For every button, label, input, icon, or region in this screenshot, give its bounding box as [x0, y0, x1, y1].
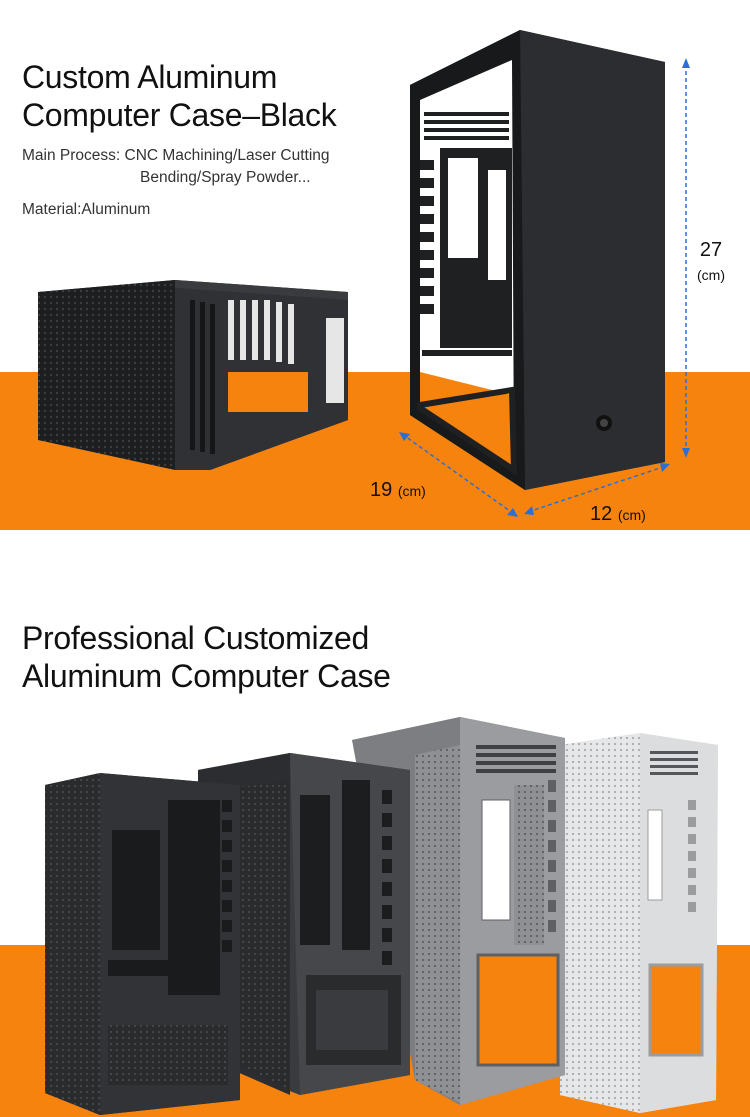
product-lineup-illustration: [45, 717, 718, 1115]
lineup-title-line2: Aluminum Computer Case: [22, 658, 391, 694]
hero-title-line1: Custom Aluminum: [22, 59, 278, 95]
process-spec-line2: Bending/Spray Powder...: [140, 169, 311, 186]
horizontal-case-image: [38, 280, 348, 470]
material-spec: Material:Aluminum: [22, 201, 151, 218]
white-case-image: [560, 733, 718, 1113]
width-unit: (cm): [617, 507, 646, 523]
height-value: 27: [699, 239, 723, 261]
process-spec: Main Process: CNC Machining/Laser Cuttin…: [22, 145, 422, 189]
process-spec-line1: Main Process: CNC Machining/Laser Cuttin…: [22, 147, 330, 164]
product-lineup-section: Professional Customized Aluminum Compute…: [0, 555, 750, 1117]
hero-title: Custom Aluminum Computer Case–Black: [22, 58, 337, 134]
height-dimension-label: 27 (cm): [697, 238, 725, 287]
lineup-title-line1: Professional Customized: [22, 620, 370, 656]
lineup-title: Professional Customized Aluminum Compute…: [22, 619, 391, 695]
hero-title-line2: Computer Case–Black: [22, 97, 337, 133]
depth-dimension-label: 19 (cm): [370, 479, 426, 502]
depth-unit: (cm): [397, 483, 426, 499]
width-value: 12: [590, 503, 613, 525]
black-case-image: [45, 773, 240, 1115]
product-illustration-black-cases: [38, 30, 690, 517]
width-dimension-label: 12 (cm): [590, 503, 646, 526]
tower-case-image: [410, 30, 665, 490]
dimension-lines: [401, 64, 687, 515]
height-unit: (cm): [697, 267, 725, 283]
depth-value: 19: [370, 479, 393, 501]
dark-gray-case-image: [198, 753, 410, 1095]
product-hero-section: Custom Aluminum Computer Case–Black Main…: [0, 0, 750, 530]
